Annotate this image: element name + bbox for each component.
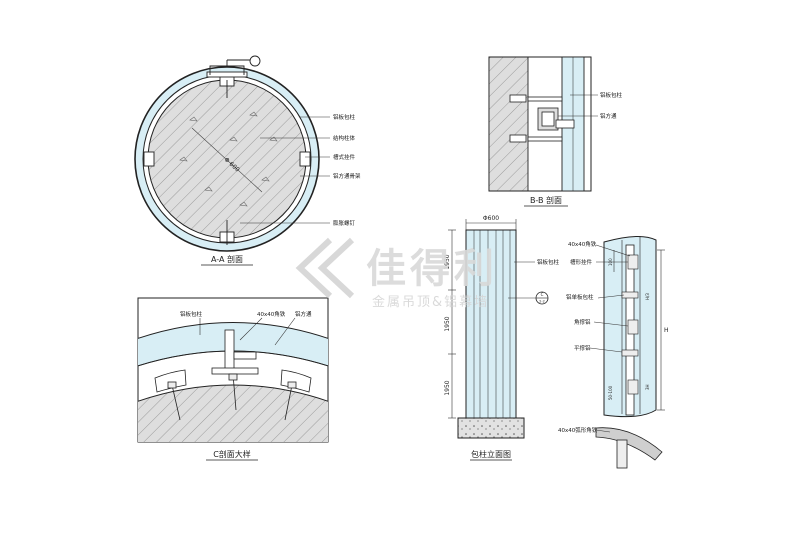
iso-label-3: 铝单板包柱 — [566, 293, 594, 301]
iso-dim-h3: H/3 — [645, 293, 650, 300]
aa-label-1: 铝板包柱 — [333, 113, 356, 121]
iso-label-6: 40x40弧形角铁 — [558, 426, 598, 434]
section-bb: 铝板包柱 铝方通 B-B 剖面 — [488, 56, 623, 207]
bb-title: B-B 剖面 — [530, 195, 562, 205]
column-elevation: Φ600 1950 1950 1950 铝板包柱 C — [444, 215, 560, 461]
iso-label-1: 40x40角铁 — [568, 240, 597, 248]
bb-label-1: 铝板包柱 — [600, 91, 623, 99]
elev-title: 包柱立面图 — [471, 449, 511, 459]
iso-dim-bottom: 50-100 — [608, 385, 613, 400]
aa-title: A-A 剖面 — [211, 254, 243, 264]
elev-dim-2: 1950 — [444, 316, 451, 331]
elev-dim-1: 1950 — [444, 254, 451, 269]
c-column — [138, 384, 328, 442]
watermark-brand: 佳得利 — [366, 246, 498, 292]
elev-marker-num: 2-2 — [539, 300, 545, 304]
elev-dim-3: 1950 — [444, 380, 451, 395]
aa-label-2: 结构柱体 — [333, 134, 356, 142]
watermark-logo-icon — [295, 237, 355, 299]
c-label-1: 铝板包柱 — [180, 310, 203, 318]
watermark-slogan: 金属吊顶&铝幕墙 — [372, 294, 489, 310]
elev-column — [465, 229, 517, 419]
elev-top-dim: Φ600 — [483, 215, 499, 222]
bb-wall — [488, 56, 529, 192]
section-aa: Φ 600 铝板包柱 结构柱体 槽式挂件 铝方通骨架 膨胀螺钉 A-A 剖面 — [134, 55, 361, 266]
c-label-3: 铝方通 — [295, 310, 312, 318]
iso-dim-3h: 3H — [645, 384, 650, 390]
c-label-2: 40x40角铁 — [257, 310, 286, 318]
c-title: C剖面大样 — [213, 449, 251, 459]
elev-base — [457, 417, 525, 439]
iso-dim-h: H — [664, 327, 669, 334]
section-c-detail: 铝板包柱 40x40角铁 铝方通 C剖面大样 — [137, 297, 329, 461]
iso-label-4: 角撑铝 — [574, 318, 591, 326]
watermark: 佳得利 金属吊顶&铝幕墙 — [295, 237, 498, 310]
bb-label-2: 铝方通 — [600, 112, 617, 120]
elev-label: 铝板包柱 — [537, 258, 560, 266]
aa-label-4: 铝方通骨架 — [333, 172, 361, 180]
elev-marker-letter: C — [541, 292, 544, 297]
iso-label-5: 平撑铝 — [574, 344, 591, 352]
iso-label-2: 槽形挂件 — [570, 258, 593, 266]
iso-detail: H 3H H/3 100 50-100 40x40角铁 槽形挂件 铝单板包柱 角… — [558, 236, 669, 469]
aa-label-3: 槽式挂件 — [333, 153, 356, 161]
iso-arc-angle — [595, 427, 663, 461]
aa-label-5: 膨胀螺钉 — [333, 219, 356, 227]
